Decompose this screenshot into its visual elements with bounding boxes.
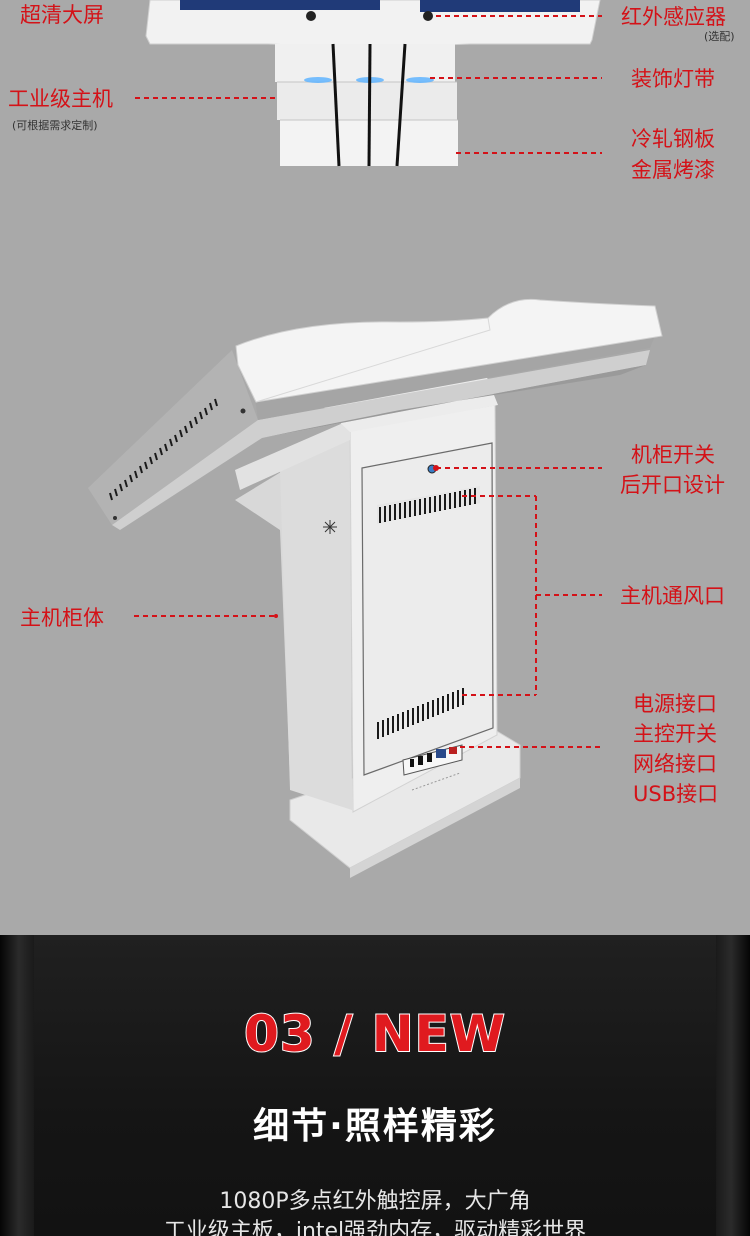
section-subhead: 细节·照样精彩 — [253, 1106, 497, 1147]
main-kiosk — [88, 298, 663, 878]
frame-right — [716, 935, 750, 1236]
section-description: 1080P多点红外触控屏，大广角 工业级主板，intel强劲内存，驱动精彩世界 — [0, 1187, 750, 1236]
label-cabinet-switch-1: 机柜开关 — [631, 443, 715, 467]
section-headline: 03 / NEW — [243, 1004, 506, 1064]
label-screen: 超清大屏 — [20, 3, 104, 27]
label-network-port: 网络接口 — [633, 752, 717, 776]
label-power-port: 电源接口 — [633, 692, 717, 716]
product-detail-panel: 超清大屏 红外感应器 (选配) 工业级主机 (可根据需求定制) 装饰灯带 冷轧钢… — [8, 0, 735, 878]
label-host-note: (可根据需求定制) — [12, 119, 98, 132]
ports-panel — [402, 744, 463, 791]
section-banner: 03 / NEW 细节·照样精彩 1080P多点红外触控屏，大广角 工业级主板，… — [0, 935, 750, 1236]
description-line-1: 1080P多点红外触控屏，大广角 — [219, 1189, 531, 1214]
fan-icon — [323, 520, 337, 534]
bottom-vent — [377, 688, 464, 739]
label-cabinet-body: 主机柜体 — [20, 606, 104, 630]
label-host: 工业级主机 — [8, 87, 113, 111]
label-steel-2: 金属烤漆 — [631, 158, 715, 182]
label-main-switch: 主控开关 — [633, 722, 717, 746]
description-line-2: 工业级主板，intel强劲内存，驱动精彩世界 — [163, 1219, 587, 1236]
label-led: 装饰灯带 — [631, 67, 715, 91]
frame-left — [0, 935, 34, 1236]
label-usb-port: USB接口 — [633, 782, 719, 806]
top-vent — [377, 486, 480, 524]
label-steel-1: 冷轧钢板 — [631, 127, 715, 151]
screen-side-vent — [109, 398, 218, 501]
label-vent: 主机通风口 — [620, 584, 725, 608]
kiosk-illustration — [88, 0, 663, 878]
banner-inner — [34, 935, 716, 1236]
label-infrared-note: (选配) — [704, 30, 735, 43]
label-cabinet-switch-2: 后开口设计 — [620, 473, 725, 497]
upper-kiosk — [145, 0, 601, 167]
callout-lines — [134, 15, 602, 748]
label-infrared: 红外感应器 — [621, 5, 726, 29]
